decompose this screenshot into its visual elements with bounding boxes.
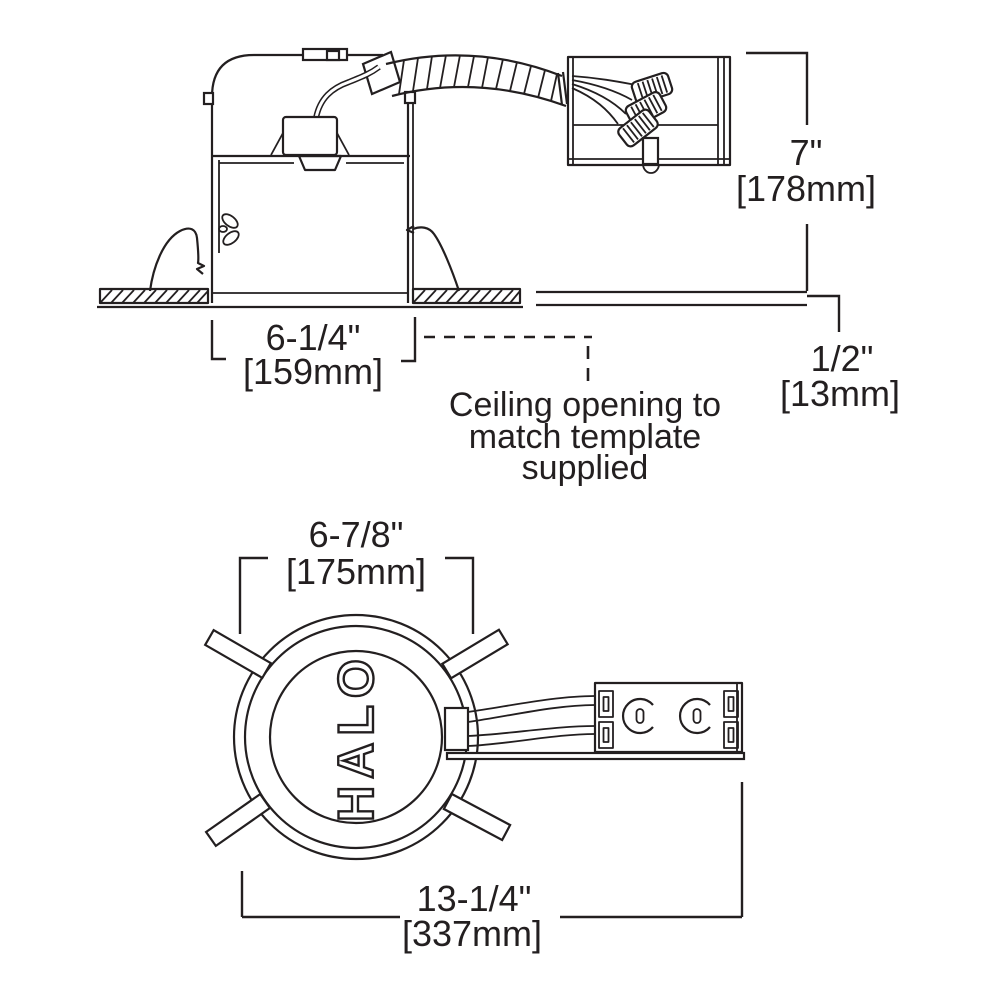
spring-clip-right — [405, 225, 461, 292]
lamp-socket — [281, 115, 339, 157]
note-line-2: match template — [469, 418, 701, 456]
connection-wires — [467, 695, 596, 747]
mounting-tabs — [203, 628, 512, 848]
dim-length-imperial: 13-1/4" — [417, 878, 532, 919]
dim-height-metric: [178mm] — [736, 168, 876, 209]
housing-can — [202, 47, 417, 303]
dim-width-imperial: 6-1/4" — [266, 317, 361, 358]
bottom-view: HALO — [203, 514, 746, 954]
outer-trim-circle — [232, 613, 480, 861]
dim-trim-imperial: 6-7/8" — [309, 514, 404, 555]
box-connection — [443, 695, 746, 761]
socket-assembly — [270, 64, 381, 172]
socket-wire — [313, 64, 381, 119]
flex-conduit — [385, 54, 569, 108]
ceiling-hatch-right — [411, 287, 522, 305]
dim-overall-length: 13-1/4" [337mm] — [240, 782, 744, 954]
inner-opening-circle — [268, 649, 444, 825]
mounting-tab-sw — [204, 792, 272, 848]
junction-box-top — [593, 681, 744, 754]
trim-rings — [232, 613, 480, 861]
junction-box-side — [566, 55, 732, 174]
dim-trim-diameter: 6-7/8" [175mm] — [238, 514, 475, 634]
ceiling-opening-note: Ceiling opening to match template suppli… — [424, 335, 721, 487]
wire-connector — [617, 108, 659, 148]
dim-ceiling-thickness: 1/2" [13mm] — [780, 294, 900, 414]
spring-clip-left — [148, 227, 206, 292]
side-view: 7" [178mm] 6-1/4" [159mm] Ceiling openin… — [97, 47, 900, 487]
mounting-tab-ne — [440, 628, 510, 680]
connector-bracket — [443, 706, 470, 752]
mounting-tab-se — [442, 792, 512, 842]
cable-clamp — [641, 136, 660, 166]
dim-thickness-metric: [13mm] — [780, 373, 900, 414]
note-line-3: supplied — [522, 449, 649, 487]
ceiling-hatch-left — [98, 287, 210, 305]
ceiling-section — [97, 287, 807, 309]
note-line-1: Ceiling opening to — [449, 386, 721, 424]
mounting-rail — [445, 751, 746, 761]
dim-trim-metric: [175mm] — [286, 551, 426, 592]
dim-housing-width: 6-1/4" [159mm] — [210, 317, 417, 392]
mounting-clips — [148, 213, 461, 292]
dim-width-metric: [159mm] — [243, 351, 383, 392]
top-slot — [301, 47, 349, 62]
brand-logo: HALO — [328, 652, 384, 822]
dim-height-imperial: 7" — [790, 132, 823, 173]
knockout-circle-left — [622, 697, 654, 735]
dim-thickness-imperial: 1/2" — [811, 338, 874, 379]
wing-nut — [218, 213, 240, 246]
dim-height: 7" [178mm] — [736, 51, 876, 291]
knockout-circle-right — [679, 697, 711, 735]
mounting-tab-nw — [203, 628, 273, 680]
dim-length-metric: [337mm] — [402, 913, 542, 954]
junction-wires — [571, 75, 637, 125]
